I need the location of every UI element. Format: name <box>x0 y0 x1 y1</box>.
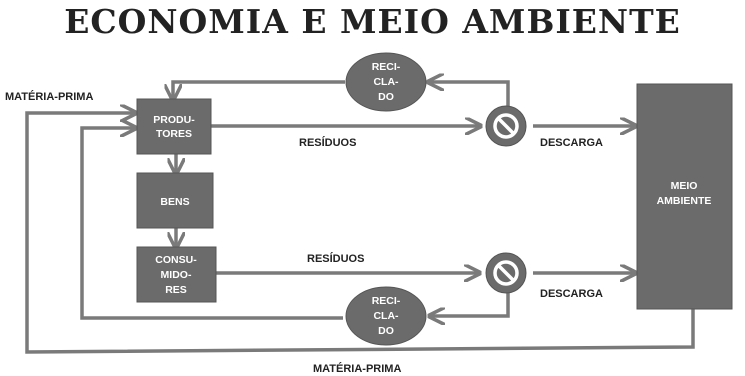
label-descarga-top: DESCARGA <box>540 137 603 149</box>
arrow-meio-ambiente-to-produtores <box>25 113 695 354</box>
arrow-filter-top-to-reciclado <box>430 82 510 106</box>
prohibited-sign-icon <box>485 105 527 147</box>
produtores-label-line-2: TORES <box>156 128 192 140</box>
label-descarga-bottom: DESCARGA <box>540 288 603 300</box>
label-materia-prima-bottom: MATÉRIA-PRIMA <box>313 362 401 375</box>
prohibited-sign-icon <box>485 252 527 294</box>
bens-label: BENS <box>160 196 189 208</box>
label-residuos-top: RESÍDUOS <box>299 136 356 149</box>
reciclado-top-label-line-2: CLA- <box>373 76 399 88</box>
arrow-reciclado-to-produtores <box>173 80 345 98</box>
diagram-title: ECONOMIA E MEIO AMBIENTE <box>64 2 681 41</box>
reciclado-bottom-label-line-2: CLA- <box>373 310 399 322</box>
consumidores-label-line-1: CONSU- <box>155 254 197 266</box>
reciclado-top-label-line-3: DO <box>378 91 394 103</box>
node-consumidores: CONSU- MIDO- RES <box>136 246 217 303</box>
reciclado-bottom-label-line-3: DO <box>378 325 394 337</box>
reciclado-bottom-label-line-1: RECI- <box>372 295 401 307</box>
produtores-label-line-1: PRODU- <box>153 114 195 126</box>
arrow-filter-bottom-to-reciclado <box>431 292 510 316</box>
node-reciclado-bottom: RECI- CLA- DO <box>345 286 427 346</box>
meio-ambiente-label-line-2: AMBIENTE <box>657 195 712 207</box>
consumidores-label-line-3: RES <box>165 284 187 296</box>
meio-ambiente-label-line-1: MEIO <box>671 180 698 192</box>
node-meio-ambiente: MEIO AMBIENTE <box>636 83 733 310</box>
node-produtores: PRODU- TORES <box>136 98 212 155</box>
consumidores-label-line-2: MIDO- <box>161 269 192 281</box>
label-materia-prima-top: MATÉRIA-PRIMA <box>5 90 93 103</box>
label-residuos-bottom: RESÍDUOS <box>307 252 364 265</box>
reciclado-top-label-line-1: RECI- <box>372 61 401 73</box>
node-bens: BENS <box>136 172 214 229</box>
arrow-reciclado-bottom-to-produtores <box>80 128 343 320</box>
node-reciclado-top: RECI- CLA- DO <box>345 52 427 112</box>
